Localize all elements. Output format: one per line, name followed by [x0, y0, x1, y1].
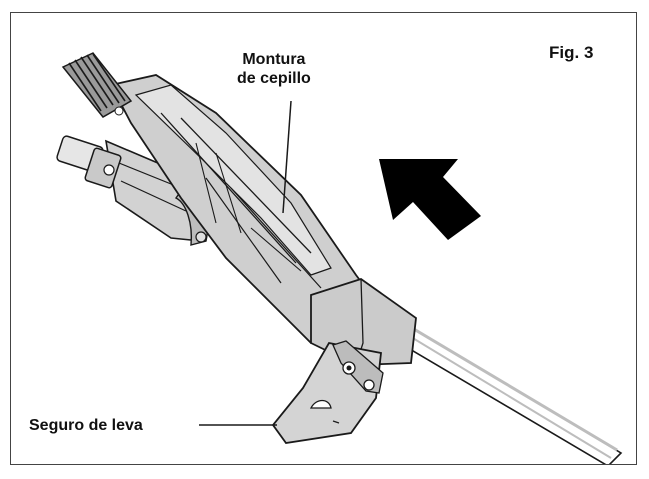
figure-frame: Fig. 3 Montura de cepillo Seguro de leva	[10, 12, 637, 465]
brush-mount-callout-line1: Montura	[242, 51, 306, 68]
threaded-tip	[61, 52, 133, 118]
cam-lock-lever	[271, 340, 384, 444]
direction-arrow	[379, 159, 481, 240]
brush-mount-callout-line2: de cepillo	[237, 70, 311, 87]
cam-lock-callout: Seguro de leva	[29, 417, 143, 434]
brush-mount-callout: Montura de cepillo	[237, 50, 311, 88]
brush-mount-illustration	[56, 52, 623, 464]
brush-mount-leader-line	[282, 100, 292, 214]
figure-label: Fig. 3	[549, 43, 594, 62]
